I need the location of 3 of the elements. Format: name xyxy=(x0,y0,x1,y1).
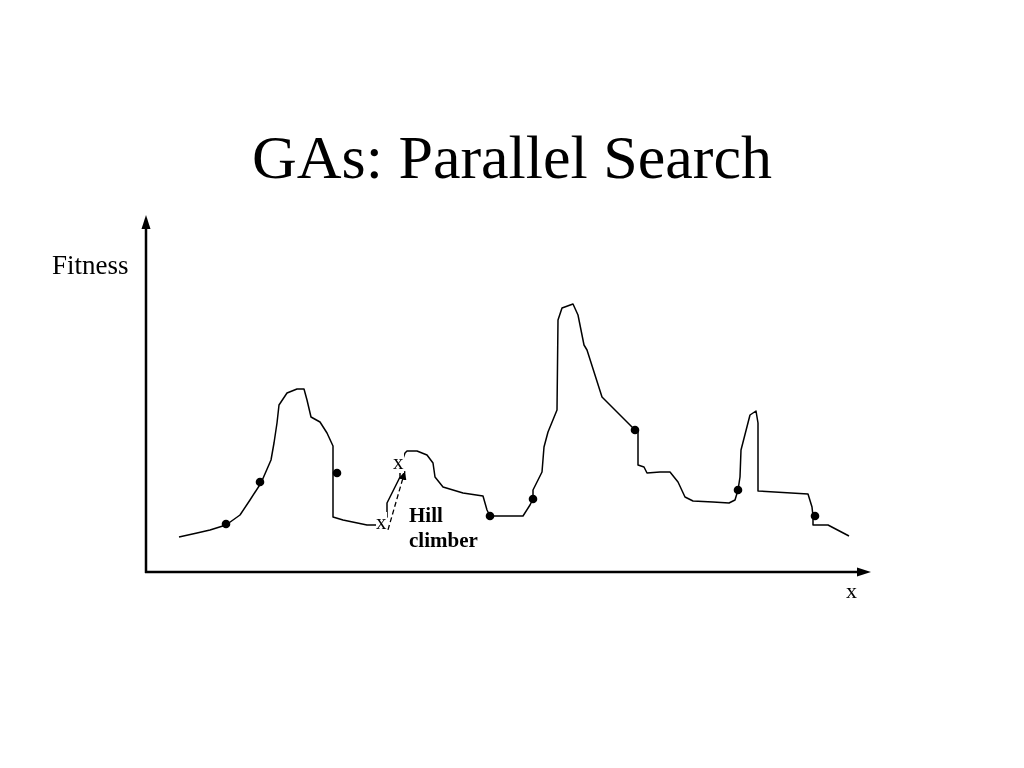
y-axis-label: Fitness xyxy=(52,252,129,279)
slide-title: GAs: Parallel Search xyxy=(252,126,772,188)
x-axis-label: x xyxy=(846,580,857,602)
